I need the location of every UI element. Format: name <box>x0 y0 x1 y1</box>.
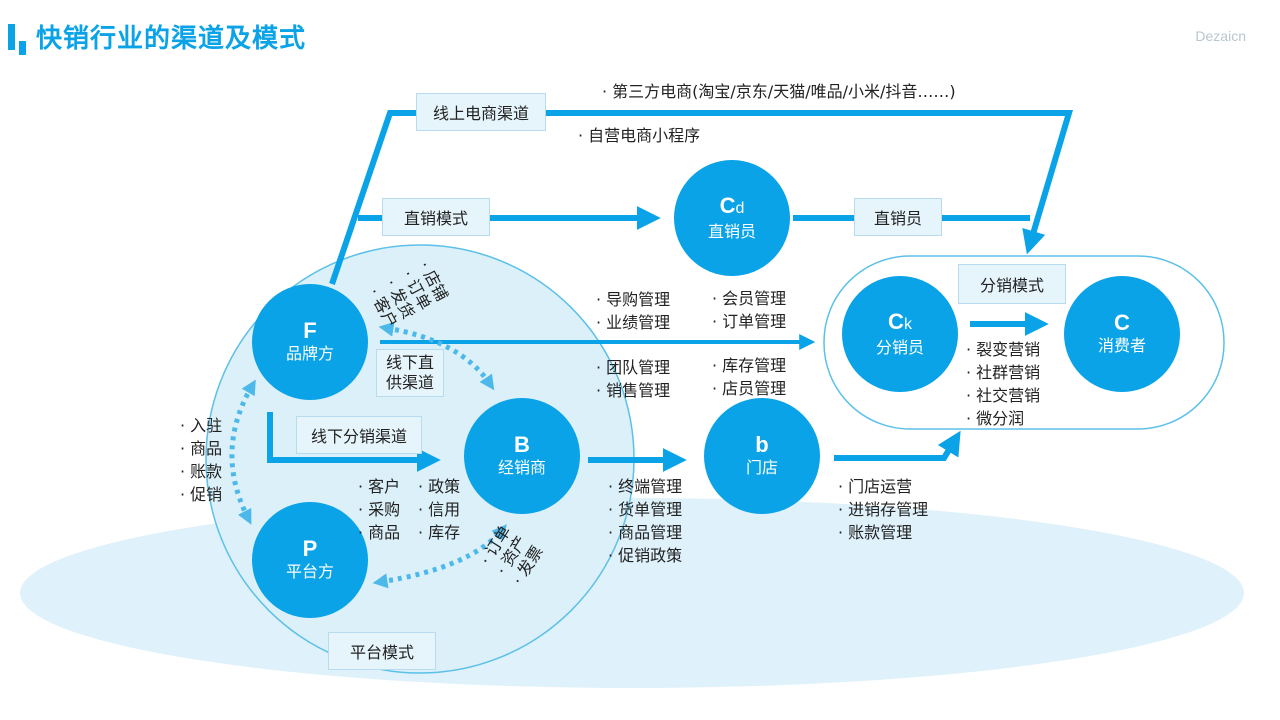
node-sub-distributor-label: 分销员 <box>875 337 924 357</box>
node-consumer: C 消费者 <box>1064 276 1180 392</box>
node-direct-seller-label: 直销员 <box>707 221 756 241</box>
node-sub-distributor: Ck 分销员 <box>842 276 958 392</box>
note-store-ops: 门店运营进销存管理 账款管理 <box>838 475 928 544</box>
store-to-capsule-arrow <box>834 430 961 461</box>
f-b-dotted-arrow <box>378 321 495 391</box>
note-guide-perf: 导购管理业绩管理 <box>596 288 670 334</box>
tag-offline-direct-line1: 线下直 <box>385 353 434 372</box>
note-team-sales: 团队管理销售管理 <box>596 356 670 402</box>
note-b-left: 客户采购 商品 <box>358 475 400 544</box>
note-terminal: 终端管理货单管理 商品管理促销政策 <box>608 475 682 567</box>
tag-online-channel: 线上电商渠道 <box>416 93 546 131</box>
note-b-right: 政策信用 库存 <box>418 475 460 544</box>
node-brand-letter: F <box>303 318 317 343</box>
tag-distribution-mode: 分销模式 <box>958 264 1066 304</box>
tag-direct-mode: 直销模式 <box>382 198 490 236</box>
note-member-order: 会员管理订单管理 <box>712 287 786 333</box>
title-accent-mark-small <box>19 41 26 55</box>
tag-offline-distribution: 线下分销渠道 <box>296 416 422 454</box>
node-consumer-letter: C <box>1114 310 1130 335</box>
tag-offline-direct: 线下直 供渠道 <box>376 349 444 397</box>
title-bar: 快销行业的渠道及模式 <box>8 18 306 55</box>
node-store: b 门店 <box>704 398 820 514</box>
node-direct-seller-letter: Cd <box>719 192 745 218</box>
node-store-letter: b <box>755 432 769 457</box>
node-platform: P 平台方 <box>252 502 368 618</box>
brand-watermark: Dezaicn <box>1195 28 1246 44</box>
note-settle: 入驻商品 账款促销 <box>180 414 222 506</box>
tag-platform-mode: 平台模式 <box>328 632 436 670</box>
tag-direct-seller: 直销员 <box>854 198 942 236</box>
node-sub-distributor-letter: Ck <box>888 308 912 334</box>
title-accent-mark <box>8 23 15 50</box>
node-platform-letter: P <box>302 536 318 561</box>
page-title: 快销行业的渠道及模式 <box>36 24 307 54</box>
node-distributor-label: 经销商 <box>497 458 546 477</box>
node-direct-seller: Cd 直销员 <box>674 160 790 276</box>
node-consumer-label: 消费者 <box>1097 336 1146 355</box>
node-brand: F 品牌方 <box>252 284 368 400</box>
note-third-party: 第三方电商(淘宝/京东/天猫/唯品/小米/抖音……) <box>602 80 956 103</box>
tag-offline-direct-line2: 供渠道 <box>385 373 434 392</box>
node-platform-label: 平台方 <box>285 562 334 581</box>
online-channel-arrow <box>329 110 1074 285</box>
node-store-label: 门店 <box>745 458 778 477</box>
note-fission-marketing: 裂变营销社群营销 社交营销微分润 <box>966 338 1040 430</box>
node-brand-label: 品牌方 <box>285 344 334 363</box>
node-distributor: B 经销商 <box>464 398 580 514</box>
offline-distribution-arrow <box>267 412 441 472</box>
node-distributor-letter: B <box>514 432 530 457</box>
note-stock-staff: 库存管理店员管理 <box>712 354 786 400</box>
p-b-dotted-arrow <box>372 524 507 589</box>
note-self-operated: 自营电商小程序 <box>578 124 700 147</box>
